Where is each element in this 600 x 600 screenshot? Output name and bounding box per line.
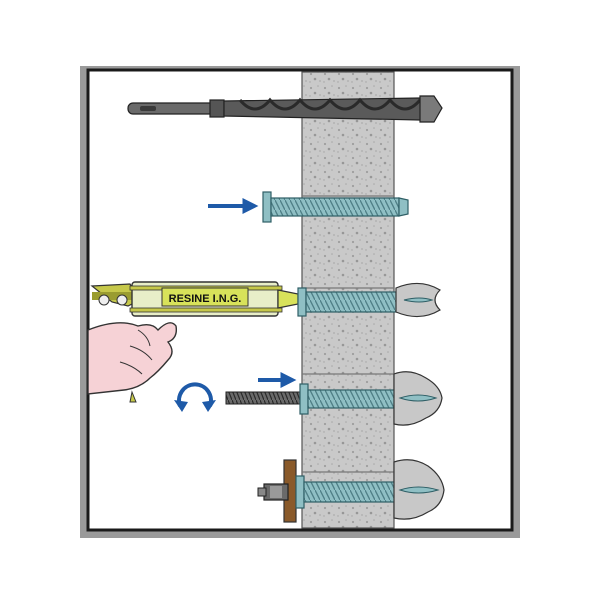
hand-icon — [87, 322, 178, 403]
mesh-sleeve — [262, 191, 409, 223]
mesh-sleeve-final — [295, 459, 445, 520]
rotate-icon — [174, 382, 216, 412]
threaded-rod — [225, 391, 309, 405]
drill-bit-icon — [127, 95, 443, 123]
mesh-sleeve-filled — [297, 282, 441, 318]
resin-gun-icon — [90, 281, 299, 317]
mesh-sleeve-rod — [299, 371, 443, 426]
cartridge-label: RESINE I.N.G. — [169, 293, 242, 305]
nut-icon — [257, 459, 297, 523]
